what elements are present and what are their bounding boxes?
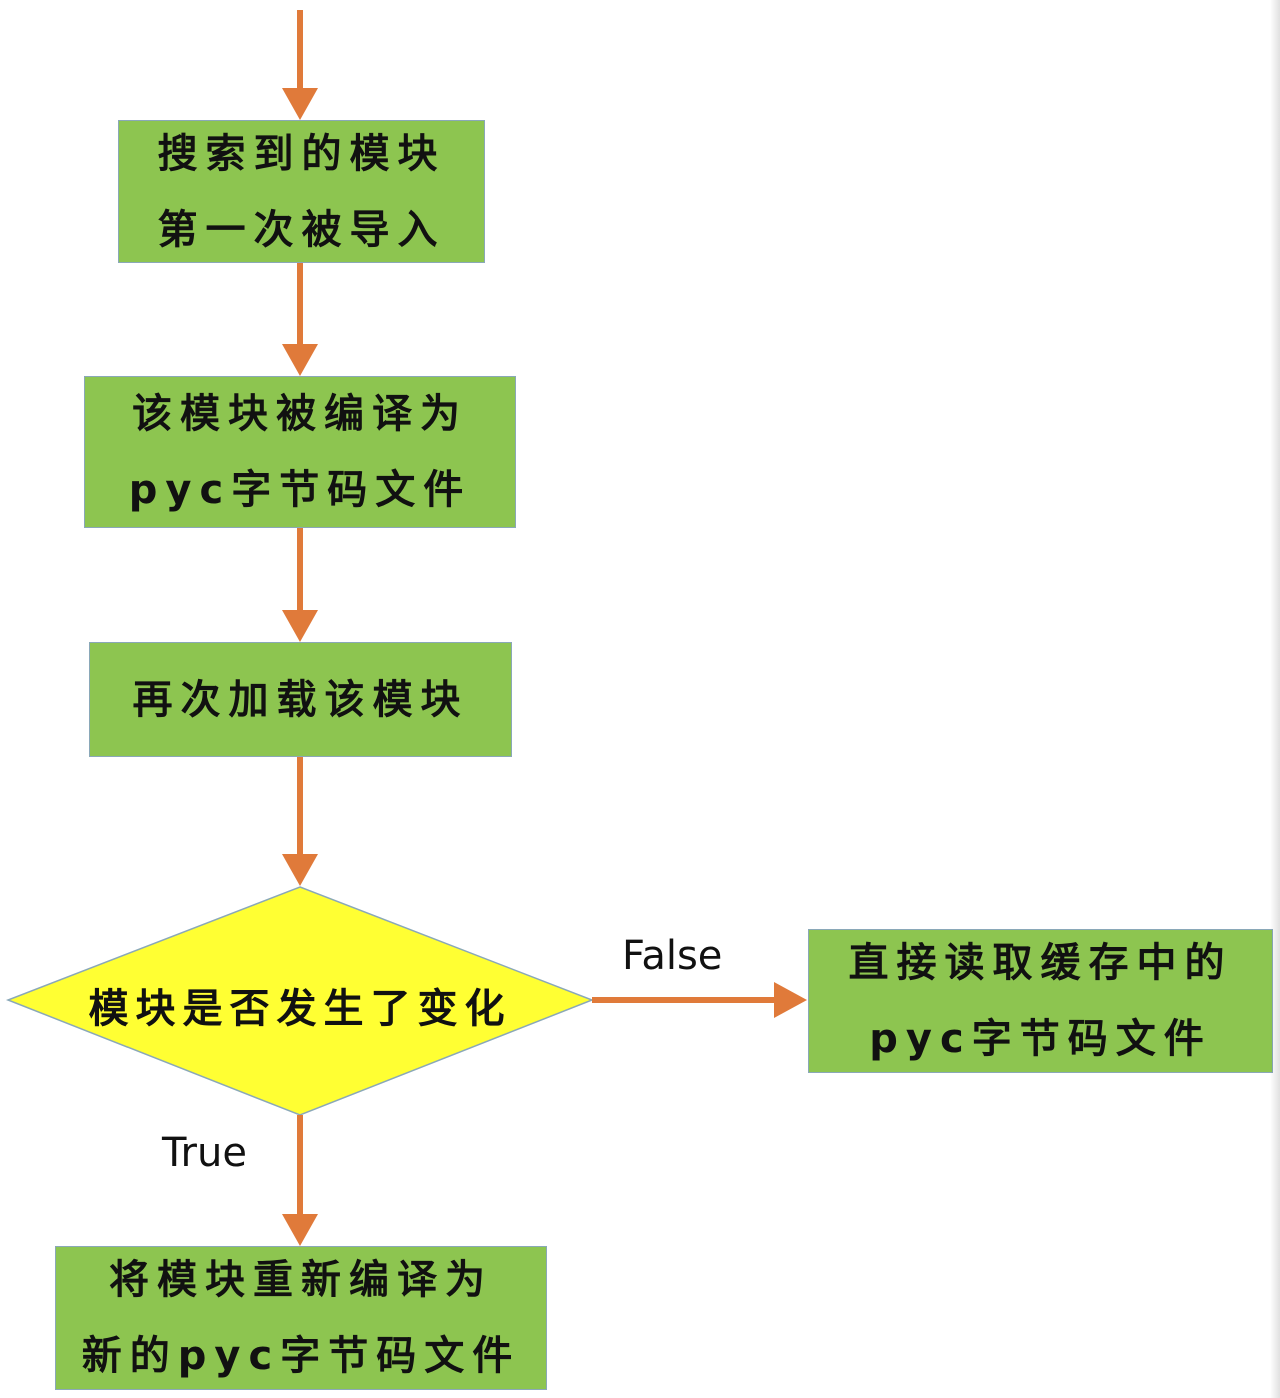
node-read-cache-line1: 直接读取缓存中的 [848,940,1233,986]
false-label: False [622,933,723,979]
node-recompile: 将模块重新编译为 新的pyc字节码文件 [55,1246,547,1390]
arrow-true [282,1115,318,1246]
true-label: True [162,1130,247,1176]
decision-label: 模块是否发生了变化 [88,986,512,1032]
arrow-reload-to-decision [282,757,318,886]
node-compile-module-line1: 该模块被编译为 [132,391,468,437]
node-recompile-line1: 将模块重新编译为 [109,1257,493,1303]
arrow-compile-to-reload [282,528,318,642]
right-edge-shadow [1270,0,1280,1398]
arrow-false [592,982,807,1018]
node-compile-module-line2: pyc字节码文件 [128,467,472,513]
node-compile-module: 该模块被编译为 pyc字节码文件 [84,376,516,528]
node-read-cache: 直接读取缓存中的 pyc字节码文件 [808,929,1273,1073]
node-search-module: 搜索到的模块 第一次被导入 [118,120,485,263]
node-recompile-line2: 新的pyc字节码文件 [81,1333,521,1379]
node-search-module-line2: 第一次被导入 [157,206,446,253]
arrow-search-to-compile [282,263,318,376]
node-read-cache-line2: pyc字节码文件 [869,1016,1212,1062]
node-reload-module: 再次加载该模块 [89,642,512,757]
node-search-module-line1: 搜索到的模块 [157,130,446,177]
node-reload-module-line1: 再次加载该模块 [132,676,469,723]
arrow-entry [282,10,318,120]
